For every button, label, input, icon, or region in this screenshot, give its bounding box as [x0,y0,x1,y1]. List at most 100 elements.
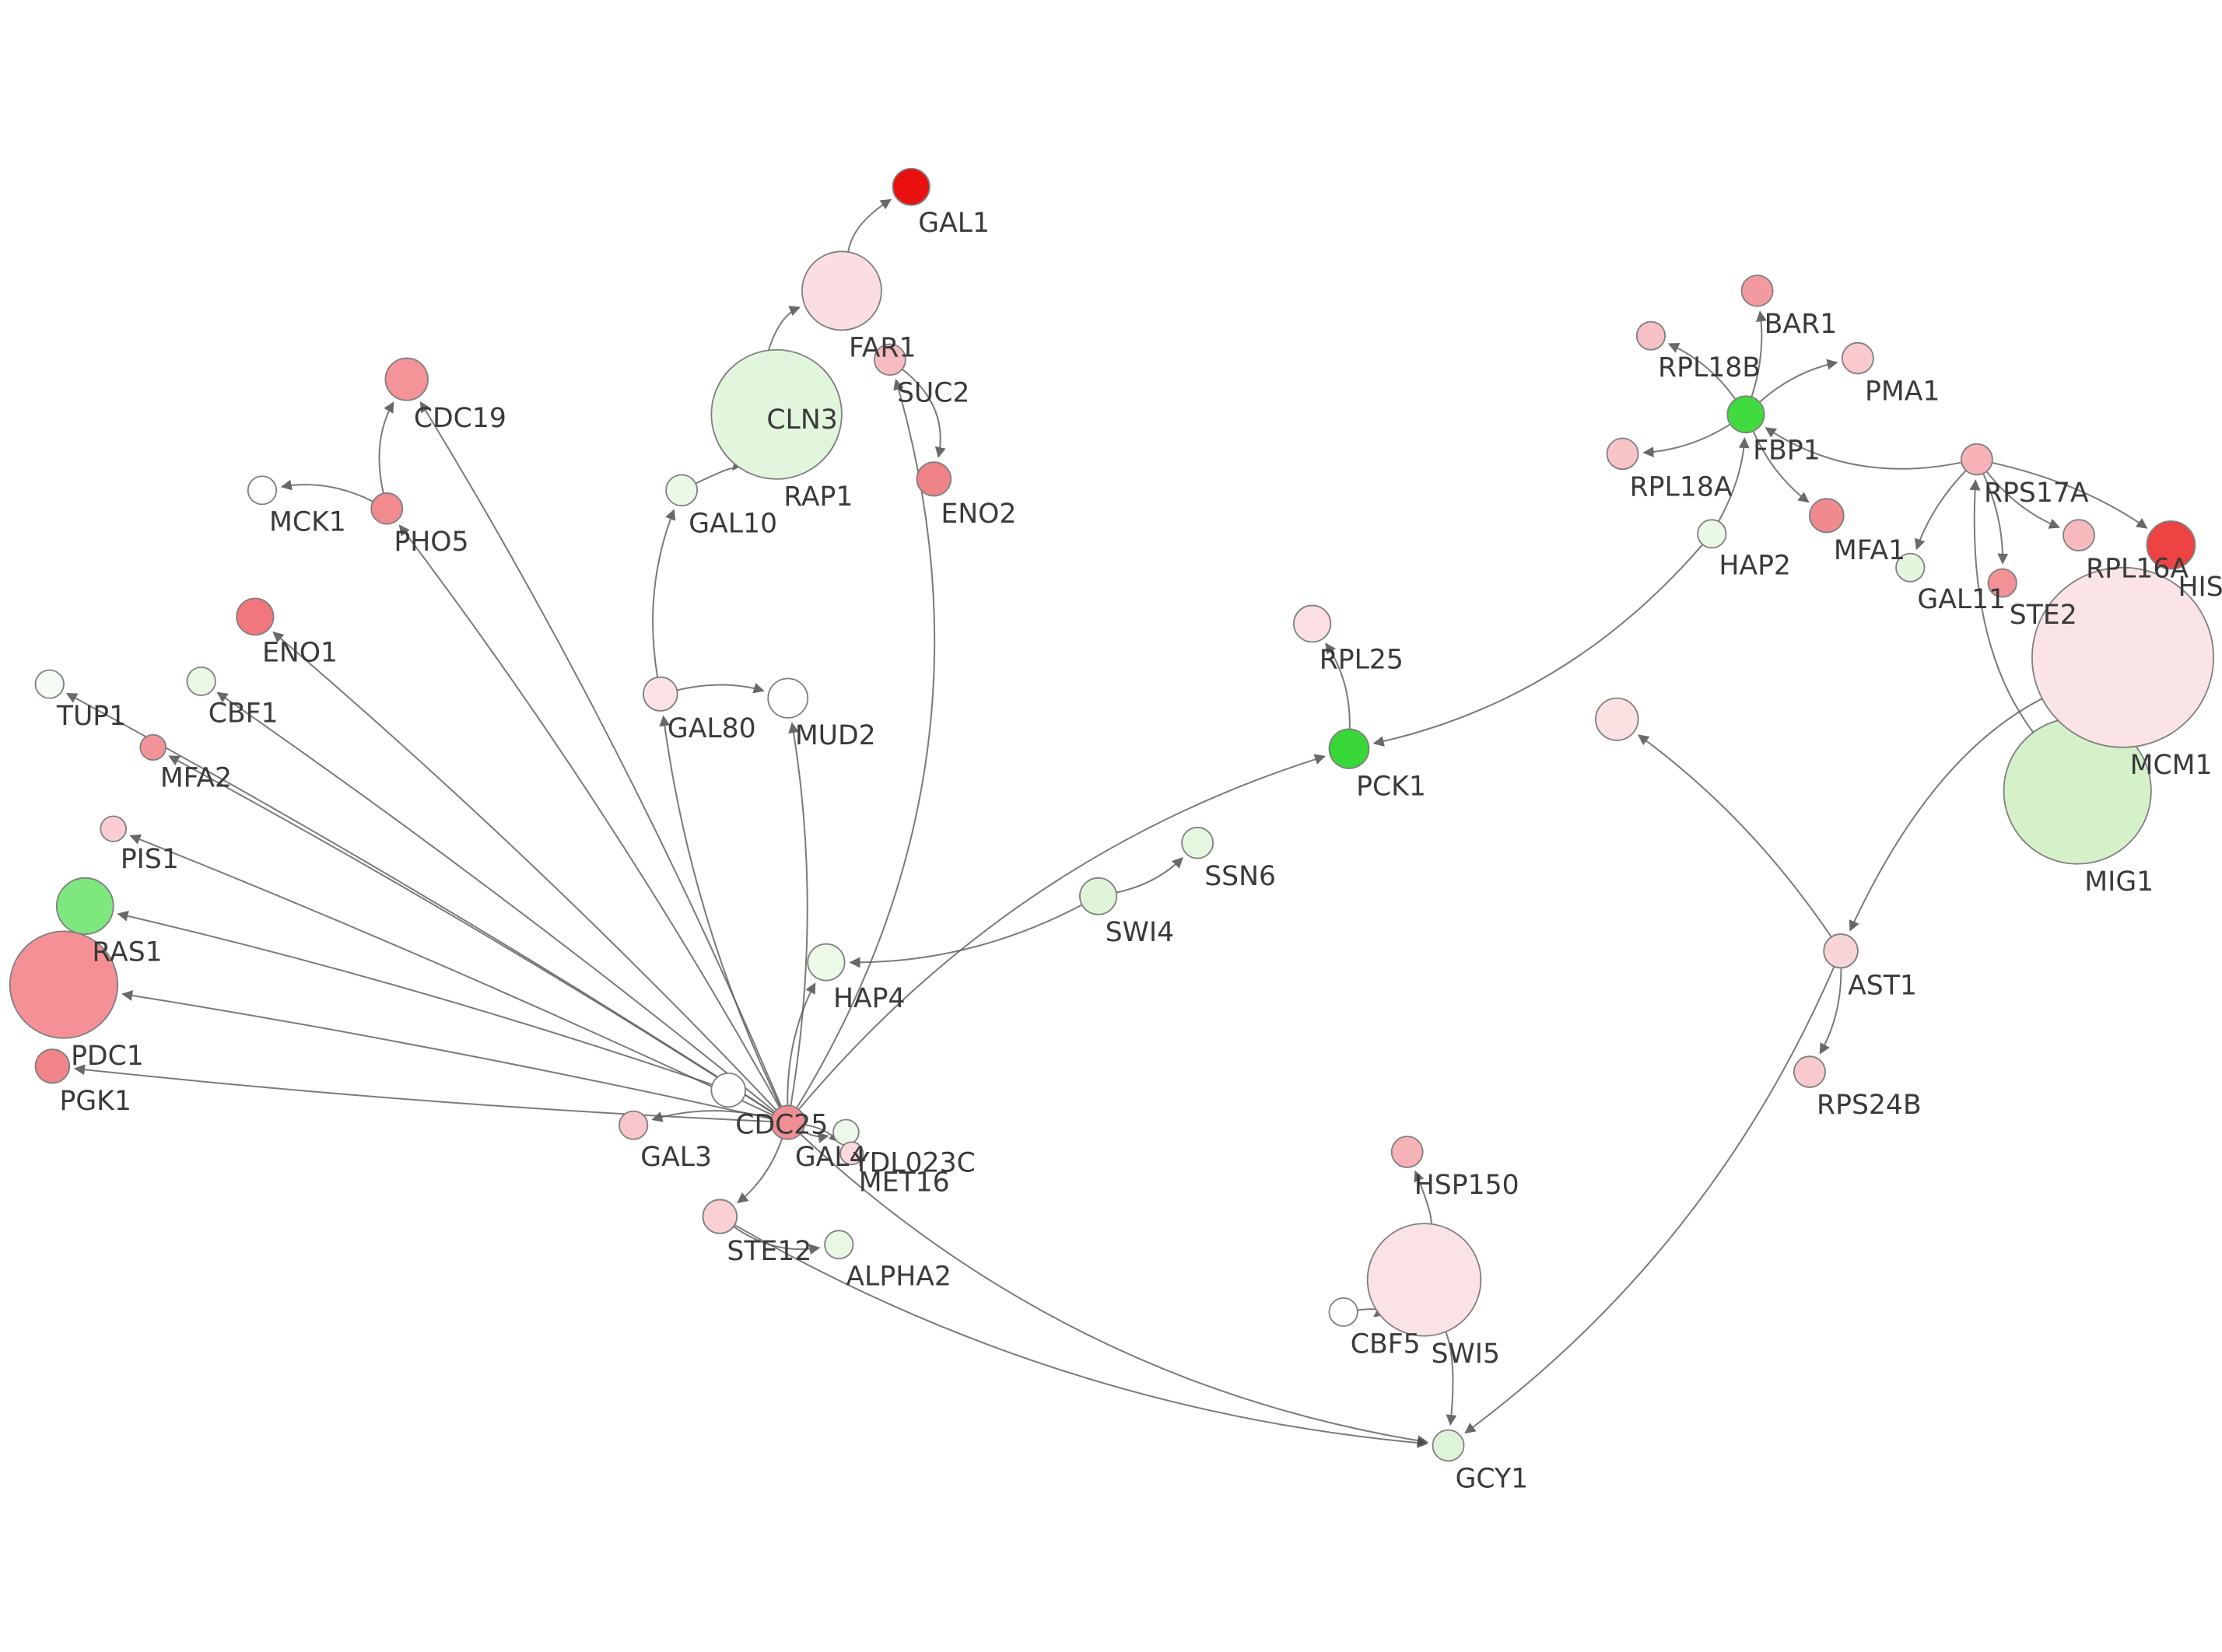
node-label-FAR1: FAR1 [849,333,916,364]
node-MUD2[interactable] [767,677,809,719]
node-label-MFA2: MFA2 [160,763,232,794]
node-SWI5[interactable] [1366,1223,1482,1337]
node-label-GAL1: GAL1 [918,208,990,239]
node-CBF5[interactable] [1328,1297,1358,1327]
node-GCY1[interactable] [1432,1429,1465,1462]
node-PMA1[interactable] [1841,341,1874,375]
node-label-MIG1: MIG1 [2084,866,2154,898]
node-PCK1[interactable] [1328,728,1370,769]
node-label-HIS4: HIS4 [2178,572,2222,603]
node-label-CBF5: CBF5 [1351,1328,1421,1360]
node-AST1[interactable] [1823,933,1859,969]
edge-CDC25-RAS1 [117,910,713,1086]
edge-GAL4-TUP1 [65,692,775,1115]
node-label-TUP1: TUP1 [56,701,126,732]
node-SWI4[interactable] [1079,877,1118,915]
node-ENO1[interactable] [236,597,275,636]
node-label-RPS24B: RPS24B [1817,1090,1922,1121]
edge-GAL80-GAL10 [652,509,676,678]
node-STE12[interactable] [702,1199,738,1234]
edge-SWI4-HAP4 [849,904,1083,968]
node-CDC19[interactable] [384,357,429,401]
edge-RPS17A-RPL16A [1985,471,2061,529]
node-label-RPL18B: RPL18B [1658,352,1761,383]
node-GAL4[interactable] [769,1104,806,1140]
node-label-HAP4: HAP4 [833,983,906,1014]
node-node-u[interactable] [1595,697,1639,741]
node-label-GAL80: GAL80 [668,713,756,744]
edge-SWI5-HSP150 [1414,1170,1432,1224]
node-RPL18B[interactable] [1635,320,1666,351]
node-PDC1[interactable] [9,930,119,1039]
node-FAR1[interactable] [801,250,882,331]
edge-PHO5-CDC19 [378,401,394,494]
node-SSN6[interactable] [1181,826,1214,859]
node-HIS4[interactable] [2146,520,2196,570]
node-MCM1[interactable] [2031,566,2214,748]
node-MFA2[interactable] [139,733,167,761]
node-label-AST1: AST1 [1848,971,1917,1002]
edge-FBP1-RPL18B [1667,343,1737,401]
edge-RPS17A-FBP1 [1765,427,1962,470]
node-RPL18A[interactable] [1606,437,1639,471]
edge-SUC2-ENO2 [901,368,946,458]
edge-PHO5-MCK1 [280,479,373,502]
node-BAR1[interactable] [1740,275,1774,307]
edge-FBP1-PMA1 [1758,359,1838,403]
node-GAL11[interactable] [1895,552,1926,583]
node-label-PIS1: PIS1 [121,844,179,875]
node-SUC2[interactable] [873,343,906,376]
node-GAL3[interactable] [619,1110,649,1140]
node-TUP1[interactable] [34,669,65,699]
node-label-MET16: MET16 [859,1167,950,1199]
node-HAP2[interactable] [1697,519,1727,549]
node-CBF1[interactable] [186,667,216,696]
node-STE2[interactable] [1987,568,2017,598]
node-label-HSP150: HSP150 [1414,1170,1519,1201]
edge-STE12-GCY1 [734,1224,1428,1448]
node-label-MFA1: MFA1 [1834,535,1905,566]
node-label-PGK1: PGK1 [59,1086,131,1117]
node-MET16[interactable] [839,1141,864,1166]
edge-AST1-node-u [1637,734,1832,938]
node-label-GAL11: GAL11 [1917,584,2006,615]
node-GAL1[interactable] [892,167,931,206]
edge-GAL4-MFA2 [168,755,774,1115]
edge-FBP1-BAR1 [1751,310,1767,397]
node-label-MCK1: MCK1 [269,507,346,538]
node-YDL023C[interactable] [832,1118,860,1146]
node-PIS1[interactable] [100,815,128,842]
node-label-CDC19: CDC19 [414,403,506,434]
node-GAL10[interactable] [665,474,699,507]
edge-RPS17A-STE2 [1982,473,2009,565]
node-RPL16A[interactable] [2063,519,2095,551]
node-ALPHA2[interactable] [824,1230,854,1260]
node-CDC25[interactable] [710,1072,746,1108]
edge-GAL4-PDC1 [121,990,772,1120]
node-MCK1[interactable] [247,475,278,506]
node-RAP1[interactable] [710,348,843,480]
node-label-STE2: STE2 [2010,600,2077,631]
node-label-RPL18A: RPL18A [1630,472,1733,503]
node-ENO2[interactable] [916,461,952,497]
node-FBP1[interactable] [1726,395,1765,434]
node-RPS24B[interactable] [1793,1055,1826,1088]
node-GAL80[interactable] [643,676,678,712]
node-label-GAL4: GAL4 [795,1142,867,1173]
node-PHO5[interactable] [370,492,404,525]
edge-RPS17A-GAL11 [1914,470,1967,551]
node-HSP150[interactable] [1390,1136,1424,1168]
node-label-GAL10: GAL10 [689,509,777,540]
node-HAP4[interactable] [807,943,846,982]
node-label-ENO2: ENO2 [941,499,1016,530]
node-MFA1[interactable] [1809,498,1845,534]
node-RPL25[interactable] [1293,604,1332,643]
node-PGK1[interactable] [34,1048,71,1084]
edge-HAP2-PCK1 [1372,544,1704,747]
edge-MCM1-AST1 [1849,698,2043,932]
edge-CBF5-SWI5 [1357,1306,1386,1318]
node-RAS1[interactable] [55,877,114,935]
edge-GAL4-PIS1 [129,834,773,1116]
node-RPS17A[interactable] [1960,443,1993,476]
